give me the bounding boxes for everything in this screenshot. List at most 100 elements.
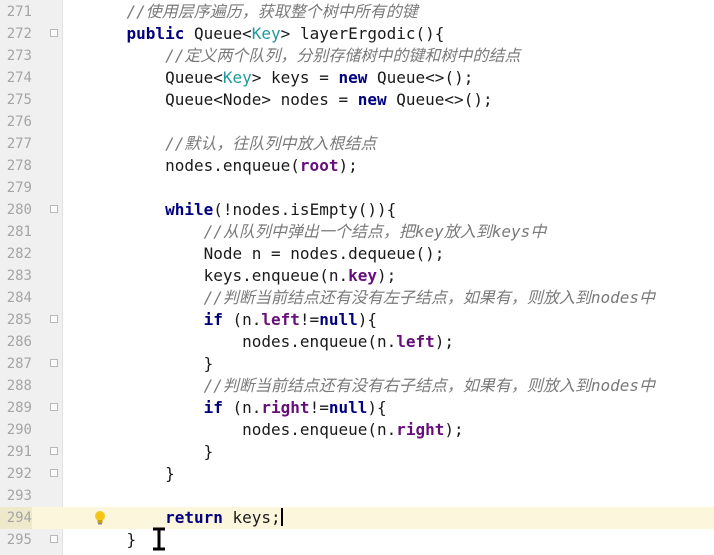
code-text[interactable]: } (88, 441, 214, 463)
code-token: (!nodes.isEmpty()){ (213, 200, 397, 219)
code-line[interactable]: 289 if (n.right!=null){ (0, 397, 714, 419)
code-line[interactable]: 274 Queue<Key> keys = new Queue<>(); (0, 67, 714, 89)
code-line[interactable]: 293 (0, 485, 714, 507)
code-line[interactable]: 277 //默认，往队列中放入根结点 (0, 133, 714, 155)
code-text[interactable]: if (n.right!=null){ (88, 397, 387, 419)
code-line[interactable]: 271 //使用层序遍历，获取整个树中所有的键 (0, 1, 714, 23)
code-line[interactable]: 291 } (0, 441, 714, 463)
field-token: right (261, 398, 310, 417)
code-text[interactable]: } (88, 529, 137, 551)
code-text[interactable]: public Queue<Key> layerErgodic(){ (88, 23, 445, 45)
fold-marker-icon[interactable] (50, 205, 58, 213)
code-line[interactable]: 294 return keys; (0, 507, 714, 529)
code-line[interactable]: 282 Node n = nodes.dequeue(); (0, 243, 714, 265)
line-number-gutter (0, 0, 62, 555)
code-token: keys.enqueue(n. (88, 266, 349, 285)
code-token (88, 200, 165, 219)
code-token: } (88, 464, 175, 483)
code-line[interactable]: 280 while(!nodes.isEmpty()){ (0, 199, 714, 221)
comment-token: //使用层序遍历，获取整个树中所有的键 (126, 2, 418, 21)
code-token: != (309, 398, 329, 417)
code-text[interactable]: Node n = nodes.dequeue(); (88, 243, 445, 265)
code-token: } (88, 442, 214, 461)
code-text[interactable]: } (88, 353, 214, 375)
lightbulb-intention-icon[interactable] (92, 510, 108, 526)
code-line[interactable]: 295 } (0, 529, 714, 551)
code-line[interactable]: 285 if (n.left!=null){ (0, 309, 714, 331)
code-line[interactable]: 276 (0, 111, 714, 133)
code-token: nodes.enqueue(n. (88, 332, 397, 351)
code-line[interactable]: 281 //从队列中弹出一个结点，把key放入到keys中 (0, 221, 714, 243)
code-text[interactable]: //从队列中弹出一个结点，把key放入到keys中 (88, 221, 547, 243)
code-line[interactable]: 273 //定义两个队列，分别存储树中的键和树中的结点 (0, 45, 714, 67)
comment-token: //默认，往队列中放入根结点 (165, 134, 377, 153)
code-token: ); (338, 156, 358, 175)
code-text[interactable]: nodes.enqueue(n.right); (88, 419, 464, 441)
line-number: 291 (6, 444, 32, 460)
code-line[interactable]: 288 //判断当前结点还有没有右子结点，如果有，则放入到nodes中 (0, 375, 714, 397)
code-text[interactable]: //定义两个队列，分别存储树中的键和树中的结点 (88, 45, 520, 67)
fold-marker-icon[interactable] (50, 403, 58, 411)
line-number: 283 (6, 268, 32, 284)
comment-token: //判断当前结点还有没有左子结点，如果有，则放入到nodes中 (203, 288, 656, 307)
code-token (88, 376, 204, 395)
keyword-token: while (165, 200, 214, 219)
line-number: 292 (6, 466, 32, 482)
code-line[interactable]: 283 keys.enqueue(n.key); (0, 265, 714, 287)
code-line[interactable]: 286 nodes.enqueue(n.left); (0, 331, 714, 353)
code-text[interactable]: if (n.left!=null){ (88, 309, 377, 331)
fold-marker-icon[interactable] (50, 535, 58, 543)
line-number: 290 (6, 422, 32, 438)
line-number: 286 (6, 334, 32, 350)
code-line[interactable]: 275 Queue<Node> nodes = new Queue<>(); (0, 89, 714, 111)
code-line[interactable]: 292 } (0, 463, 714, 485)
keyword-token: null (319, 310, 358, 329)
fold-marker-icon[interactable] (50, 469, 58, 477)
code-text[interactable]: Queue<Node> nodes = new Queue<>(); (88, 89, 493, 111)
code-token (88, 288, 204, 307)
code-text[interactable]: keys.enqueue(n.key); (88, 265, 397, 287)
field-token: key (348, 266, 377, 285)
fold-marker-icon[interactable] (50, 315, 58, 323)
code-token: Queue< (88, 68, 223, 87)
code-text[interactable]: nodes.enqueue(n.left); (88, 331, 454, 353)
line-number: 280 (6, 202, 32, 218)
code-line[interactable]: 278 nodes.enqueue(root); (0, 155, 714, 177)
code-text[interactable]: } (88, 463, 175, 485)
fold-marker-icon[interactable] (50, 29, 58, 37)
code-text[interactable]: Queue<Key> keys = new Queue<>(); (88, 67, 473, 89)
code-line[interactable]: 279 (0, 177, 714, 199)
keyword-token: if (203, 398, 223, 417)
code-line[interactable]: 287 } (0, 353, 714, 375)
code-line[interactable]: 290 nodes.enqueue(n.right); (0, 419, 714, 441)
keyword-token: if (203, 310, 223, 329)
code-text[interactable]: //判断当前结点还有没有右子结点，如果有，则放入到nodes中 (88, 375, 655, 397)
code-token (88, 398, 204, 417)
line-number: 284 (6, 290, 32, 306)
code-text[interactable]: //判断当前结点还有没有左子结点，如果有，则放入到nodes中 (88, 287, 655, 309)
keyword-token: public (126, 24, 185, 43)
code-line[interactable]: 272 public Queue<Key> layerErgodic(){ (0, 23, 714, 45)
line-number: 278 (6, 158, 32, 174)
code-token: Queue< (184, 24, 252, 43)
field-token: right (396, 420, 445, 439)
code-text[interactable]: //使用层序遍历，获取整个树中所有的键 (88, 1, 418, 23)
keyword-token: null (328, 398, 368, 417)
keyword-token: new (338, 68, 368, 87)
code-text[interactable]: //默认，往队列中放入根结点 (88, 133, 376, 155)
comment-token: //从队列中弹出一个结点，把key放入到keys中 (203, 222, 547, 241)
line-number: 279 (6, 180, 32, 196)
fold-marker-icon[interactable] (50, 359, 58, 367)
fold-marker-icon[interactable] (50, 447, 58, 455)
code-token (88, 310, 204, 329)
code-text[interactable]: while(!nodes.isEmpty()){ (88, 199, 396, 221)
line-number: 281 (6, 224, 32, 240)
code-text[interactable]: return keys; (88, 507, 283, 529)
code-token: (n. (222, 310, 262, 329)
line-number: 277 (6, 136, 32, 152)
code-text[interactable]: nodes.enqueue(root); (88, 155, 358, 177)
code-line[interactable]: 284 //判断当前结点还有没有左子结点，如果有，则放入到nodes中 (0, 287, 714, 309)
line-number: 293 (6, 488, 32, 504)
keyword-token: return (165, 508, 223, 527)
